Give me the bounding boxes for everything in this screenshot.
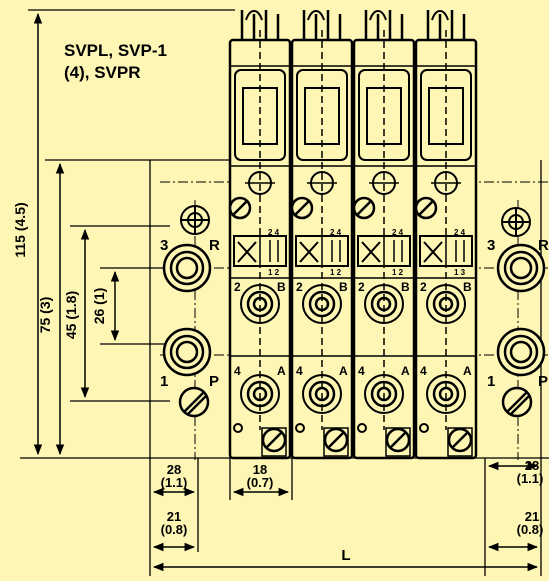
left-port-bottom-num: 1 xyxy=(160,373,168,390)
port-a-number: 4 xyxy=(358,364,365,378)
symbol-top-numbers: 2 4 xyxy=(454,228,466,237)
port-b-fitting xyxy=(240,284,280,324)
title-line-1: SVPL, SVP-1 xyxy=(64,41,167,60)
dim-left-21-mm: 21 xyxy=(167,509,181,524)
dimension-arrows xyxy=(33,12,539,572)
connector-pins xyxy=(364,10,404,40)
port-b-number: 2 xyxy=(358,280,365,294)
dim-left-21-in: (0.8) xyxy=(161,522,188,537)
symbol-bottom-numbers: 1 2 xyxy=(392,268,404,277)
right-port-top-num: 3 xyxy=(487,237,495,254)
valve-slice-1: 2 4 1 2 2 B 4 A xyxy=(228,10,292,460)
valve-slice-4: 2 4 1 3 2 B 4 A xyxy=(414,10,478,460)
right-end-plate xyxy=(496,207,546,418)
indicator-dot xyxy=(233,423,243,433)
port-b-number: 2 xyxy=(420,280,427,294)
port-b-fitting xyxy=(302,284,342,324)
right-port-top-letter: R xyxy=(538,237,549,254)
title-line-2: (4), SVPR xyxy=(64,63,141,82)
port-b-letter: B xyxy=(277,280,286,294)
symbol-bottom-numbers: 1 3 xyxy=(454,268,466,277)
dim-right-21-mm: 21 xyxy=(525,509,539,524)
dim-right-28-mm: 28 xyxy=(525,458,539,473)
port-a-number: 4 xyxy=(296,364,303,378)
dim-left-28-mm: 28 xyxy=(167,462,181,477)
dim-height-75: 75 (3) xyxy=(37,297,53,334)
symbol-bottom-numbers: 1 2 xyxy=(268,268,280,277)
dim-overall-height: 115 (4.5) xyxy=(12,202,28,257)
valve-slice-2: 2 4 1 2 2 B 4 A xyxy=(290,10,354,460)
connector-pins xyxy=(302,10,342,40)
port-a-fitting xyxy=(302,374,342,414)
port-b-number: 2 xyxy=(296,280,303,294)
right-port-bottom-letter: P xyxy=(538,373,548,390)
port-a-number: 4 xyxy=(234,364,241,378)
port-b-letter: B xyxy=(339,280,348,294)
port-a-number: 4 xyxy=(420,364,427,378)
symbol-top-numbers: 2 4 xyxy=(268,228,280,237)
right-port-bottom-num: 1 xyxy=(487,373,495,390)
connector-pins xyxy=(426,10,466,40)
left-port-top-num: 3 xyxy=(160,237,168,254)
dim-right-21-in: (0.8) xyxy=(517,522,544,537)
dim-height-26: 26 (1) xyxy=(91,288,107,325)
port-a-letter: A xyxy=(339,364,348,378)
dim-pitch-18-in: (0.7) xyxy=(247,475,274,490)
dim-pitch-18-mm: 18 xyxy=(253,462,267,477)
port-a-fitting xyxy=(426,374,466,414)
symbol-bottom-numbers: 1 2 xyxy=(330,268,342,277)
indicator-dot xyxy=(419,423,429,433)
dim-length: L xyxy=(341,547,350,564)
port-b-letter: B xyxy=(463,280,472,294)
port-a-fitting xyxy=(240,374,280,414)
dim-height-45: 45 (1.8) xyxy=(63,291,79,339)
dim-right-28-in: (1.1) xyxy=(517,471,544,486)
port-a-letter: A xyxy=(463,364,472,378)
port-b-number: 2 xyxy=(234,280,241,294)
port-b-fitting xyxy=(426,284,466,324)
port-a-letter: A xyxy=(277,364,286,378)
symbol-top-numbers: 2 4 xyxy=(392,228,404,237)
port-b-letter: B xyxy=(401,280,410,294)
connector-pins xyxy=(240,10,280,40)
valve-slice-3: 2 4 1 2 2 B 4 A xyxy=(352,10,416,460)
dim-left-28-in: (1.1) xyxy=(161,475,188,490)
port-a-fitting xyxy=(364,374,404,414)
left-port-bottom-letter: P xyxy=(209,373,219,390)
port-a-letter: A xyxy=(401,364,410,378)
left-end-plate xyxy=(162,205,212,418)
port-b-fitting xyxy=(364,284,404,324)
left-port-top-letter: R xyxy=(209,237,220,254)
symbol-top-numbers: 2 4 xyxy=(330,228,342,237)
indicator-dot xyxy=(295,423,305,433)
indicator-dot xyxy=(357,423,367,433)
